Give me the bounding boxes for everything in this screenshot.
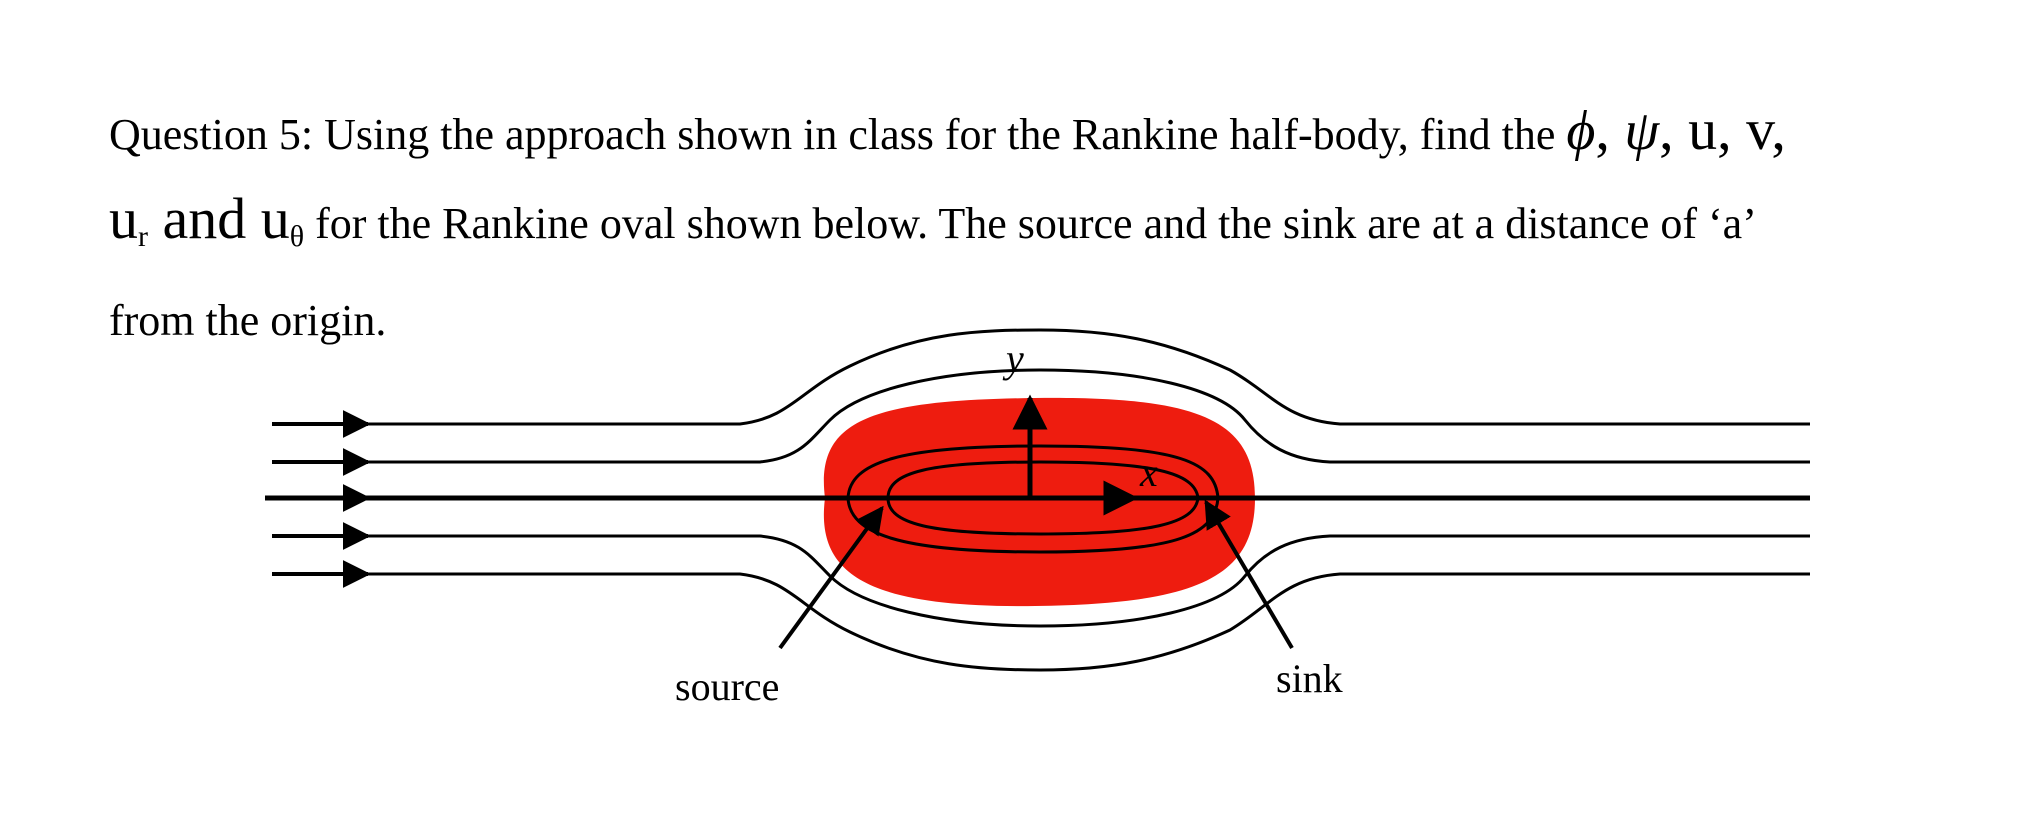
u-symbol: u — [1688, 97, 1718, 162]
ur-subscript: r — [138, 220, 148, 253]
x-axis-label: x — [1139, 450, 1158, 495]
source-label: source — [675, 664, 779, 709]
psi-symbol: ψ — [1624, 100, 1660, 162]
question-line-3: from the origin. — [109, 296, 387, 345]
phi-symbol: ϕ — [1566, 100, 1596, 162]
v-symbol: v — [1746, 97, 1772, 162]
question-prompt: Question 5: Using the approach shown in … — [109, 110, 1567, 159]
ur-symbol: u — [109, 186, 138, 251]
utheta-symbol: u — [260, 186, 290, 251]
separator: , — [1595, 97, 1625, 162]
source-pointer-arrow — [778, 505, 884, 650]
y-axis-label: y — [1002, 336, 1024, 381]
question-line-1: Question 5: Using the approach shown in … — [109, 88, 1969, 177]
streamline — [272, 534, 1810, 628]
question-text: Question 5: Using the approach shown in … — [109, 88, 1969, 363]
separator: , — [1659, 97, 1689, 162]
streamline — [272, 328, 1810, 426]
sink-label: sink — [1276, 656, 1343, 701]
separator: , — [1771, 97, 1786, 162]
question-line-2: ur and uθ for the Rankine oval shown bel… — [109, 177, 1969, 279]
streamline — [272, 368, 1810, 464]
separator: , — [1717, 97, 1747, 162]
inner-streamline — [886, 460, 1200, 536]
question-line-2-text: for the Rankine oval shown below. The so… — [304, 199, 1757, 248]
inflow-arrows — [272, 410, 371, 588]
sink-pointer-arrow — [1204, 499, 1294, 650]
and-word: and — [148, 186, 261, 251]
streamline — [272, 572, 1810, 672]
inner-streamline — [846, 444, 1220, 554]
utheta-subscript: θ — [289, 220, 305, 253]
